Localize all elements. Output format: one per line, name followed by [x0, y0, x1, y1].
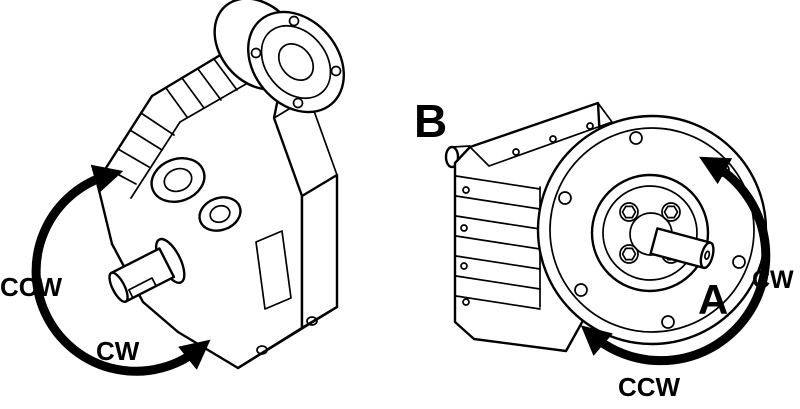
housing-bolt [549, 135, 557, 143]
housing-bolt [512, 148, 520, 156]
flange-bolt-hole [629, 131, 643, 145]
left-housing-side-face [300, 173, 339, 330]
flange-bolt-hole [558, 191, 572, 205]
right-cw-label: CW [752, 266, 794, 294]
flange-bolt-hole [732, 255, 746, 269]
left-gearmotor-illustration [95, 0, 346, 370]
left-cooling-fins [105, 58, 238, 185]
left-ccw-label: CCW [0, 272, 63, 302]
housing-bolt [462, 186, 470, 194]
flange-bolt-hole [288, 15, 300, 27]
right-rotation-arrow [580, 156, 771, 366]
right-ccw-label: CCW [618, 372, 681, 402]
housing-bolt [586, 122, 594, 130]
housing-bolt [460, 262, 468, 270]
right-housing-top-band [469, 102, 613, 167]
left-rotation-arrow [31, 164, 211, 376]
flange-bolt-hole [330, 65, 342, 77]
left-cw-label: CW [96, 336, 140, 366]
flange-bolt-hole [250, 47, 262, 59]
foot-bolt-hole [256, 345, 268, 355]
side-b-label: B [414, 95, 447, 147]
side-a-label: A [698, 276, 728, 323]
right-hub [590, 173, 710, 293]
left-housing-recess [255, 230, 292, 310]
left-input-flange [213, 0, 346, 114]
foot-bolt-hole [306, 316, 318, 326]
housing-bolt [462, 298, 470, 306]
housing-bolt [460, 224, 468, 232]
flange-bolt-hole [292, 97, 304, 109]
